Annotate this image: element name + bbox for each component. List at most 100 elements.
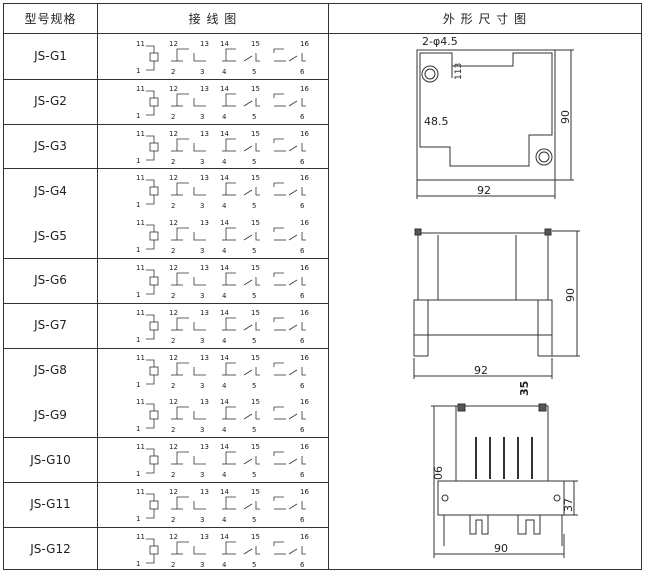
row-divider: [4, 168, 329, 170]
terminal-label: 14: [220, 309, 229, 317]
terminal-label: 1: [136, 515, 140, 523]
terminal-label: 4: [222, 247, 227, 255]
terminal-label: 12: [169, 174, 178, 182]
header-dimensions: 外 形 尺 寸 图: [329, 4, 641, 34]
terminal-label: 2: [171, 382, 175, 390]
terminal-label: 15: [251, 264, 260, 272]
terminal-label: 6: [300, 382, 305, 390]
terminal-label: 13: [200, 85, 209, 93]
terminal-label: 6: [300, 247, 305, 255]
terminal-label: 3: [200, 561, 204, 569]
terminal-label: 5: [252, 158, 256, 166]
terminal-label: 6: [300, 202, 305, 210]
terminal-label: 1: [136, 560, 140, 568]
terminal-label: 3: [200, 382, 204, 390]
terminal-label: 16: [300, 398, 309, 406]
terminal-label: 3: [200, 516, 204, 524]
terminal-label: 1: [136, 381, 140, 389]
terminal-label: 1: [136, 291, 140, 299]
terminal-label: 16: [300, 219, 309, 227]
side-view-drawing: [413, 228, 580, 379]
terminal-label: 11: [136, 40, 145, 48]
terminal-label: 3: [200, 337, 204, 345]
top-view-drawing: [416, 49, 574, 199]
terminal-label: 2: [171, 113, 175, 121]
terminal-label: 14: [220, 85, 229, 93]
terminal-label: 14: [220, 398, 229, 406]
terminal-label: 6: [300, 158, 305, 166]
column-divider: [97, 4, 98, 569]
row-divider: [4, 302, 329, 304]
terminal-label: 13: [200, 398, 209, 406]
terminal-label: 3: [200, 158, 204, 166]
terminal-label: 12: [169, 443, 178, 451]
terminal-label: 6: [300, 516, 305, 524]
terminal-label: 11: [136, 174, 145, 182]
terminal-label: 13: [200, 354, 209, 362]
terminal-label: 13: [200, 219, 209, 227]
terminal-label: 16: [300, 130, 309, 138]
rail-width: 90: [494, 542, 508, 555]
top-height: 90: [559, 110, 572, 124]
terminal-label: 5: [252, 516, 256, 524]
terminal-label: 3: [200, 113, 204, 121]
model-name: JS-G7: [34, 318, 67, 333]
dim-48-5: 48.5: [424, 115, 449, 128]
terminal-label: 16: [300, 264, 309, 272]
terminal-label: 16: [300, 309, 309, 317]
terminal-label: 11: [136, 85, 145, 93]
rail-depth: 35: [518, 381, 531, 396]
terminal-label: 6: [300, 68, 305, 76]
terminal-label: 4: [222, 202, 227, 210]
terminal-label: 2: [171, 561, 175, 569]
terminal-label: 2: [171, 158, 175, 166]
terminal-label: 4: [222, 158, 227, 166]
terminal-label: 1: [136, 336, 140, 344]
terminal-label: 11: [136, 264, 145, 272]
terminal-label: 15: [251, 443, 260, 451]
terminal-label: 2: [171, 516, 175, 524]
terminal-label: 12: [169, 533, 178, 541]
terminal-label: 11: [136, 398, 145, 406]
terminal-label: 4: [222, 516, 227, 524]
terminal-label: 14: [220, 533, 229, 541]
terminal-label: 1: [136, 470, 140, 478]
terminal-label: 12: [169, 219, 178, 227]
model-name: JS-G2: [34, 94, 67, 109]
terminal-label: 1: [136, 425, 140, 433]
terminal-label: 2: [171, 68, 175, 76]
terminal-label: 14: [220, 443, 229, 451]
terminal-label: 12: [169, 85, 178, 93]
terminal-label: 5: [252, 382, 256, 390]
terminal-label: 4: [222, 426, 227, 434]
model-name: JS-G12: [30, 542, 71, 557]
terminal-label: 16: [300, 533, 309, 541]
terminal-label: 2: [171, 337, 175, 345]
terminal-label: 12: [169, 264, 178, 272]
model-name: JS-G11: [30, 497, 71, 512]
terminal-label: 14: [220, 130, 229, 138]
terminal-label: 12: [169, 398, 178, 406]
terminal-label: 2: [171, 471, 175, 479]
header-model: 型号规格: [4, 4, 97, 34]
terminal-label: 11: [136, 219, 145, 227]
model-name: JS-G3: [34, 138, 67, 153]
terminal-label: 11: [136, 354, 145, 362]
terminal-label: 14: [220, 264, 229, 272]
side-height: 90: [564, 288, 577, 302]
terminal-label: 6: [300, 113, 305, 121]
terminal-label: 11: [136, 488, 145, 496]
terminal-label: 4: [222, 68, 227, 76]
terminal-label: 1: [136, 246, 140, 254]
dim-06: 06: [432, 466, 445, 480]
model-name: JS-G5: [34, 228, 67, 243]
terminal-label: 12: [169, 309, 178, 317]
terminal-label: 15: [251, 354, 260, 362]
dimension-drawings: 2-φ4.5 48.5 113 92 90 92 90 35 06 37 90: [413, 35, 580, 558]
